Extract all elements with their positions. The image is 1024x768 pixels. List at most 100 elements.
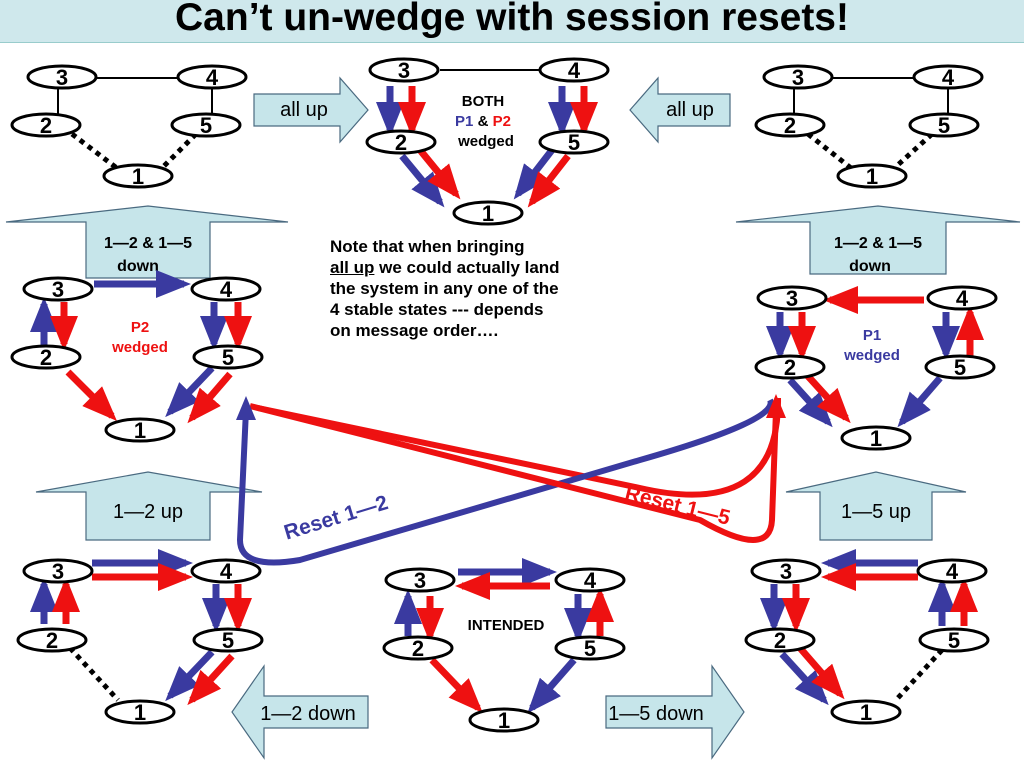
node-ml-1	[104, 417, 176, 443]
node-bl-1	[104, 699, 176, 725]
note-all-up: all up	[330, 258, 375, 277]
state-bottom-right	[760, 549, 978, 706]
down-12-arrow	[231, 664, 369, 760]
node-label-mr-5: 5	[954, 355, 966, 380]
node-tr-4	[912, 64, 984, 90]
page-title: Can’t un-wedge with session resets!	[175, 0, 849, 39]
node-mr-2	[754, 354, 826, 380]
down-left-label-1: 1—2 & 1—5	[104, 235, 192, 252]
node-label-bl-3: 3	[52, 559, 64, 584]
node-br-5	[918, 627, 990, 653]
node-bc-4	[554, 567, 626, 593]
node-bc-2	[382, 635, 454, 661]
node-br-4	[916, 558, 988, 584]
down-left-arrow	[5, 205, 289, 279]
note-line-1: Note that when bringing	[330, 237, 525, 256]
node-label-tl-5: 5	[200, 113, 212, 138]
node-label-tl-3: 3	[56, 65, 68, 90]
node-label-bl-4: 4	[220, 559, 233, 584]
node-ml-2	[10, 344, 82, 370]
node-label-tc-5: 5	[568, 130, 580, 155]
node-tc-1	[452, 200, 524, 226]
p1-wedged-label: wedged	[843, 347, 900, 364]
node-bl-3	[22, 558, 94, 584]
node-label-tr-2: 2	[784, 113, 796, 138]
up-15-arrow	[785, 471, 967, 541]
state-p2-wedged: P2 wedged	[30, 270, 252, 424]
up-12-arrow	[35, 471, 263, 541]
p1-label: P1	[455, 113, 473, 130]
node-br-2	[744, 627, 816, 653]
node-label-br-4: 4	[946, 559, 959, 584]
transition-arrows: all up all up 1—2 & 1—5 down 1—2 & 1—5 d…	[5, 76, 1021, 760]
p2-wedged-p2: P2	[131, 319, 149, 336]
node-label-mr-1: 1	[870, 426, 882, 451]
down-15-label: 1—5 down	[608, 703, 704, 725]
reset-12-head	[236, 396, 256, 420]
node-tc-2	[365, 129, 437, 155]
node-label-bc-2: 2	[412, 636, 424, 661]
state-intended: INTENDED	[394, 558, 614, 714]
node-label-tr-4: 4	[942, 65, 955, 90]
node-tl-5	[170, 112, 242, 138]
node-label-ml-5: 5	[222, 345, 234, 370]
down-right-arrow	[735, 205, 1021, 275]
all-up-left-arrow	[253, 76, 369, 144]
note-line-2b: we could actually land	[374, 258, 560, 277]
node-label-br-2: 2	[774, 628, 786, 653]
node-ml-5	[192, 344, 264, 370]
node-tc-3	[368, 57, 440, 83]
reset-15-curve	[257, 397, 782, 498]
p2-wedged-label: wedged	[111, 339, 168, 356]
node-tr-1	[836, 163, 908, 189]
down-right-label-2: down	[849, 258, 891, 275]
reset-arrows: Reset 1—2 Reset 1—5	[236, 394, 786, 566]
note-line-3: the system in any one of the	[330, 279, 559, 298]
node-tl-3	[26, 64, 98, 90]
node-label-mr-2: 2	[784, 355, 796, 380]
note-text: Note that when bringing all up we could …	[330, 236, 660, 341]
node-label-tl-1: 1	[132, 164, 144, 189]
node-label-tr-5: 5	[938, 113, 950, 138]
node-label-tc-2: 2	[395, 130, 407, 155]
note-line-4: 4 stable states --- depends	[330, 300, 544, 319]
node-label-bc-5: 5	[584, 636, 596, 661]
node-bl-4	[190, 558, 262, 584]
node-mr-3	[756, 285, 828, 311]
node-label-tc-3: 3	[398, 58, 410, 83]
down-right-label-1: 1—2 & 1—5	[834, 235, 922, 252]
node-label-ml-2: 2	[40, 345, 52, 370]
up-12-label: 1—2 up	[113, 501, 183, 523]
node-tr-2	[754, 112, 826, 138]
node-tl-2	[10, 112, 82, 138]
node-label-ml-1: 1	[134, 418, 146, 443]
node-label-bc-1: 1	[498, 708, 510, 733]
node-tr-5	[908, 112, 980, 138]
node-label-br-1: 1	[860, 700, 872, 725]
both-wedged-label: wedged	[457, 133, 514, 150]
svg-text:P1 & P2: P1 & P2	[455, 113, 511, 130]
node-label-br-5: 5	[948, 628, 960, 653]
reset-15-main	[249, 403, 779, 543]
amp-label: &	[473, 113, 492, 130]
state-p1-wedged: P1 wedged	[766, 286, 984, 428]
node-label-bl-1: 1	[134, 700, 146, 725]
node-bl-2	[16, 627, 88, 653]
node-label-mr-4: 4	[956, 286, 969, 311]
node-label-br-3: 3	[780, 559, 792, 584]
down-15-arrow	[605, 664, 745, 760]
p2-label: P2	[493, 113, 511, 130]
node-label-tl-2: 2	[40, 113, 52, 138]
down-left-label-2: down	[117, 258, 159, 275]
both-label: BOTH	[462, 93, 505, 110]
node-label-bl-5: 5	[222, 628, 234, 653]
all-up-right-label: all up	[666, 99, 714, 121]
reset-15-head	[766, 394, 786, 418]
node-bc-3	[384, 567, 456, 593]
node-tl-4	[176, 64, 248, 90]
p1-wedged-p1: P1	[863, 327, 881, 344]
intended-label: INTENDED	[468, 617, 545, 634]
node-mr-1	[840, 425, 912, 451]
